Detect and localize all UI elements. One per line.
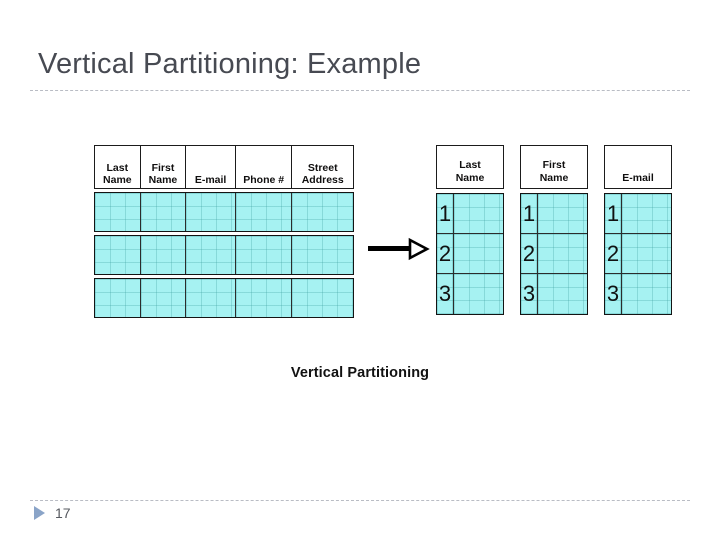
partition-table-last-name: Last Name 1 2 3 [436, 145, 504, 315]
table-row [94, 235, 354, 275]
table-row [94, 278, 354, 318]
row-number: 3 [437, 274, 454, 314]
row-number: 2 [605, 234, 622, 273]
source-header-phone: Phone # [236, 146, 293, 188]
table-row: 2 [521, 234, 587, 274]
table-row: 3 [605, 274, 671, 314]
partition-cell [538, 274, 587, 314]
source-cell [292, 236, 353, 274]
figure-caption: Vertical Partitioning [290, 365, 430, 381]
source-cell [186, 279, 236, 317]
page-title: Vertical Partitioning: Example [38, 48, 422, 80]
table-row [94, 192, 354, 232]
source-cell [292, 193, 353, 231]
table-row: 3 [437, 274, 503, 314]
row-number: 3 [605, 274, 622, 314]
source-cell [292, 279, 353, 317]
source-cell [95, 193, 141, 231]
source-cell [95, 279, 141, 317]
source-cell [235, 279, 293, 317]
source-cell [235, 193, 293, 231]
triangle-right-icon [34, 506, 45, 520]
figure-vertical-partitioning: Last Name First Name E-mail [60, 120, 672, 405]
row-number: 1 [437, 194, 454, 233]
row-number: 1 [521, 194, 538, 233]
source-cell [140, 236, 187, 274]
row-number: 3 [521, 274, 538, 314]
partition-cell [454, 234, 503, 273]
row-number: 2 [437, 234, 454, 273]
slide-footer: 17 [34, 506, 71, 520]
source-header-street-address: Street Address [301, 162, 344, 186]
row-number: 2 [521, 234, 538, 273]
source-table-header-row: Last Name First Name E-mail [94, 145, 354, 189]
partitioned-tables: Last Name 1 2 3 [436, 145, 672, 315]
partition-table-email: E-mail 1 2 3 [604, 145, 672, 315]
partition-body: 1 2 3 [604, 193, 672, 315]
partition-cell [454, 274, 503, 314]
table-row: 2 [437, 234, 503, 274]
source-cell [140, 193, 187, 231]
partition-body: 1 2 3 [520, 193, 588, 315]
table-row: 1 [437, 194, 503, 234]
table-row: 1 [521, 194, 587, 234]
title-divider [30, 90, 690, 91]
table-row: 2 [605, 234, 671, 274]
partition-table-first-name: First Name 1 2 3 [520, 145, 588, 315]
partition-cell [454, 194, 503, 233]
page-number: 17 [55, 505, 71, 521]
source-header-first-name: First Name [141, 146, 187, 188]
partition-cell [538, 194, 587, 233]
source-cell [186, 236, 236, 274]
partition-body: 1 2 3 [436, 193, 504, 315]
partition-cell [622, 194, 671, 233]
arrow-right-icon [368, 237, 430, 261]
source-cell [235, 236, 293, 274]
row-number: 1 [605, 194, 622, 233]
source-cell [140, 279, 187, 317]
source-header-email: E-mail [186, 146, 236, 188]
table-row: 3 [521, 274, 587, 314]
source-header-last-name: Last Name [95, 146, 141, 188]
partition-cell [622, 234, 671, 273]
partition-header-first-name: First Name [520, 145, 588, 189]
source-table: Last Name First Name E-mail [94, 145, 354, 318]
partition-cell [622, 274, 671, 314]
footer-divider [30, 500, 690, 501]
partition-header-email: E-mail [604, 145, 672, 189]
source-cell [186, 193, 236, 231]
partition-cell [538, 234, 587, 273]
partition-header-last-name: Last Name [436, 145, 504, 189]
source-cell [95, 236, 141, 274]
table-row: 1 [605, 194, 671, 234]
